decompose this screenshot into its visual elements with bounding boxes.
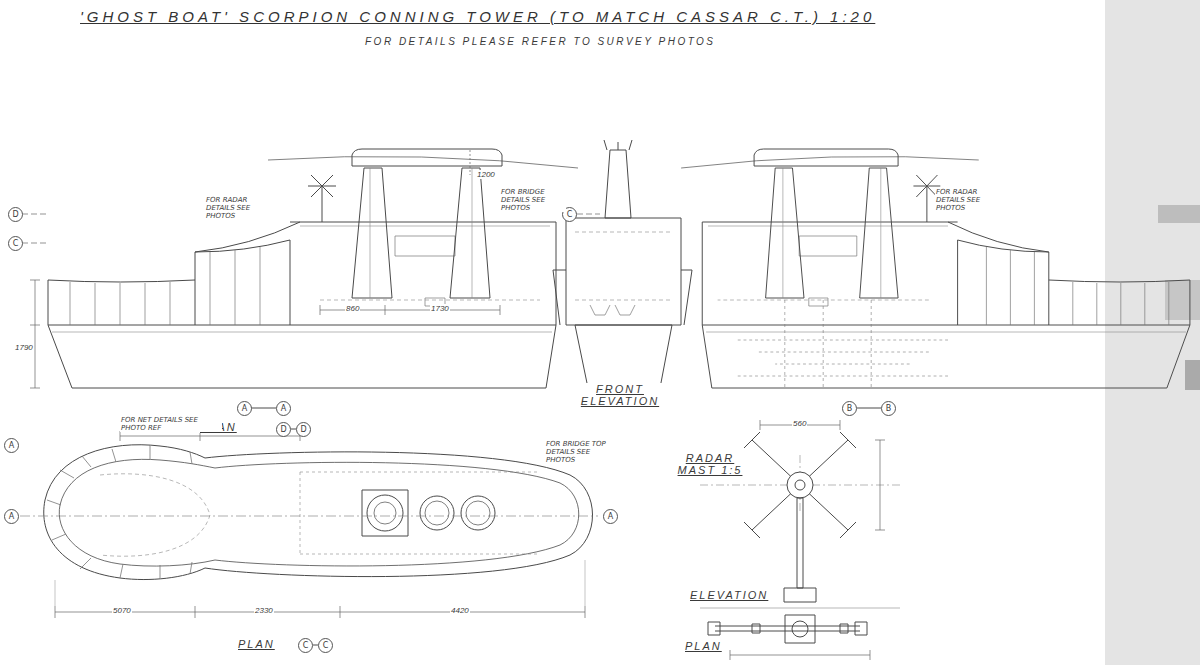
dimension-lines <box>22 150 881 645</box>
section-marker: A <box>237 401 252 416</box>
section-marker: C <box>318 638 333 653</box>
drawing-line <box>291 429 318 645</box>
drawing-line <box>785 300 871 388</box>
drawing-note: FOR RADAR DETAILS SEE PHOTOS <box>935 188 1009 212</box>
section-marker: A <box>603 509 618 524</box>
dimension: 2330 <box>254 606 274 615</box>
drawing-line <box>47 445 192 579</box>
drawing-line <box>875 440 885 530</box>
drawing-line <box>575 232 672 300</box>
drawing-line <box>604 140 632 150</box>
section-marker: C <box>8 236 23 251</box>
drawing-line <box>461 496 495 530</box>
section-marker: A <box>276 401 291 416</box>
scan-margin <box>1105 0 1200 665</box>
section-marker: B <box>881 401 896 416</box>
dimension: 5070 <box>112 606 132 615</box>
drawing-line <box>795 480 805 490</box>
drawing-line <box>367 495 403 531</box>
dimension: 1200 <box>476 170 496 179</box>
drawing-line <box>59 459 579 566</box>
drawing-line <box>100 474 210 556</box>
drawing-title: 'GHOST BOAT' SCORPION CONNING TOWER (TO … <box>80 8 875 25</box>
drawing-line <box>425 501 449 525</box>
drawing-line <box>470 150 471 175</box>
drawing-line <box>744 432 856 538</box>
drawing-line <box>466 501 490 525</box>
drawing-line <box>300 472 540 554</box>
drawing-line <box>553 270 692 325</box>
drawing-line <box>752 440 848 530</box>
drawing-line <box>785 615 815 643</box>
view-title: RADAR MAST 1:5 <box>672 452 748 476</box>
elevation-b-b <box>681 149 1190 388</box>
drawing-line <box>787 472 813 498</box>
drawing-line <box>566 218 681 325</box>
drawing-line <box>737 300 948 388</box>
view-title: PLAN <box>236 638 277 650</box>
dimension: 1790 <box>14 343 34 352</box>
drawing-line <box>590 305 635 315</box>
drawing-line <box>792 621 808 637</box>
drawing-line <box>420 496 454 530</box>
drawing-line <box>700 608 900 609</box>
view-title: ELEVATION <box>688 589 770 601</box>
drawing-line <box>708 622 867 635</box>
subtitle-note: FOR DETAILS PLEASE REFER TO SURVEY PHOTO… <box>365 36 716 47</box>
drawing-line <box>605 150 631 218</box>
drawing-line <box>797 498 803 588</box>
drawing-line <box>760 420 840 430</box>
elevation-a-a <box>48 149 578 388</box>
drawing-line <box>362 490 408 536</box>
dimension: 860 <box>345 304 360 313</box>
drawing-line <box>681 149 1190 388</box>
drawing-line <box>784 588 816 602</box>
dimension: 560 <box>792 419 807 428</box>
plan-view <box>20 431 598 618</box>
drawing-line <box>30 280 40 388</box>
drawing-line <box>730 650 870 660</box>
scan-mark <box>1185 360 1200 390</box>
drawing-line <box>575 325 672 388</box>
drawing-note: FOR BRIDGE DETAILS SEE PHOTOS <box>500 188 566 212</box>
drawing-line <box>20 516 598 517</box>
drawing-line <box>55 560 585 606</box>
drawing-note: FOR RADAR DETAILS SEE PHOTOS <box>205 196 279 220</box>
dimension: 4420 <box>450 606 470 615</box>
front-elevation <box>553 140 692 388</box>
drawing-line <box>715 626 860 631</box>
drawing-note: FOR BRIDGE TOP DETAILS SEE PHOTOS <box>545 440 607 464</box>
section-marker: A <box>4 509 19 524</box>
section-marker: D <box>296 422 311 437</box>
dimension: 1730 <box>430 304 450 313</box>
drawing-line <box>737 340 948 376</box>
drawing-line <box>251 408 881 409</box>
drawing-line <box>55 606 585 618</box>
view-title: FRONT ELEVATION <box>572 383 668 407</box>
section-marker: D <box>276 422 291 437</box>
section-marker: B <box>842 401 857 416</box>
view-title: PLAN <box>683 640 724 652</box>
drawing-line <box>320 305 500 315</box>
drawing-line <box>22 214 600 243</box>
section-marker: A <box>4 438 19 453</box>
drawing-note: FOR NET DETAILS SEE PHOTO REF <box>120 416 222 432</box>
drawing-line <box>374 502 396 524</box>
scan-mark <box>1158 205 1200 223</box>
scan-mark <box>1165 280 1200 320</box>
section-marker: C <box>298 638 313 653</box>
section-marker: D <box>8 207 23 222</box>
drawing-line <box>44 445 593 580</box>
drawing-line <box>752 624 848 633</box>
